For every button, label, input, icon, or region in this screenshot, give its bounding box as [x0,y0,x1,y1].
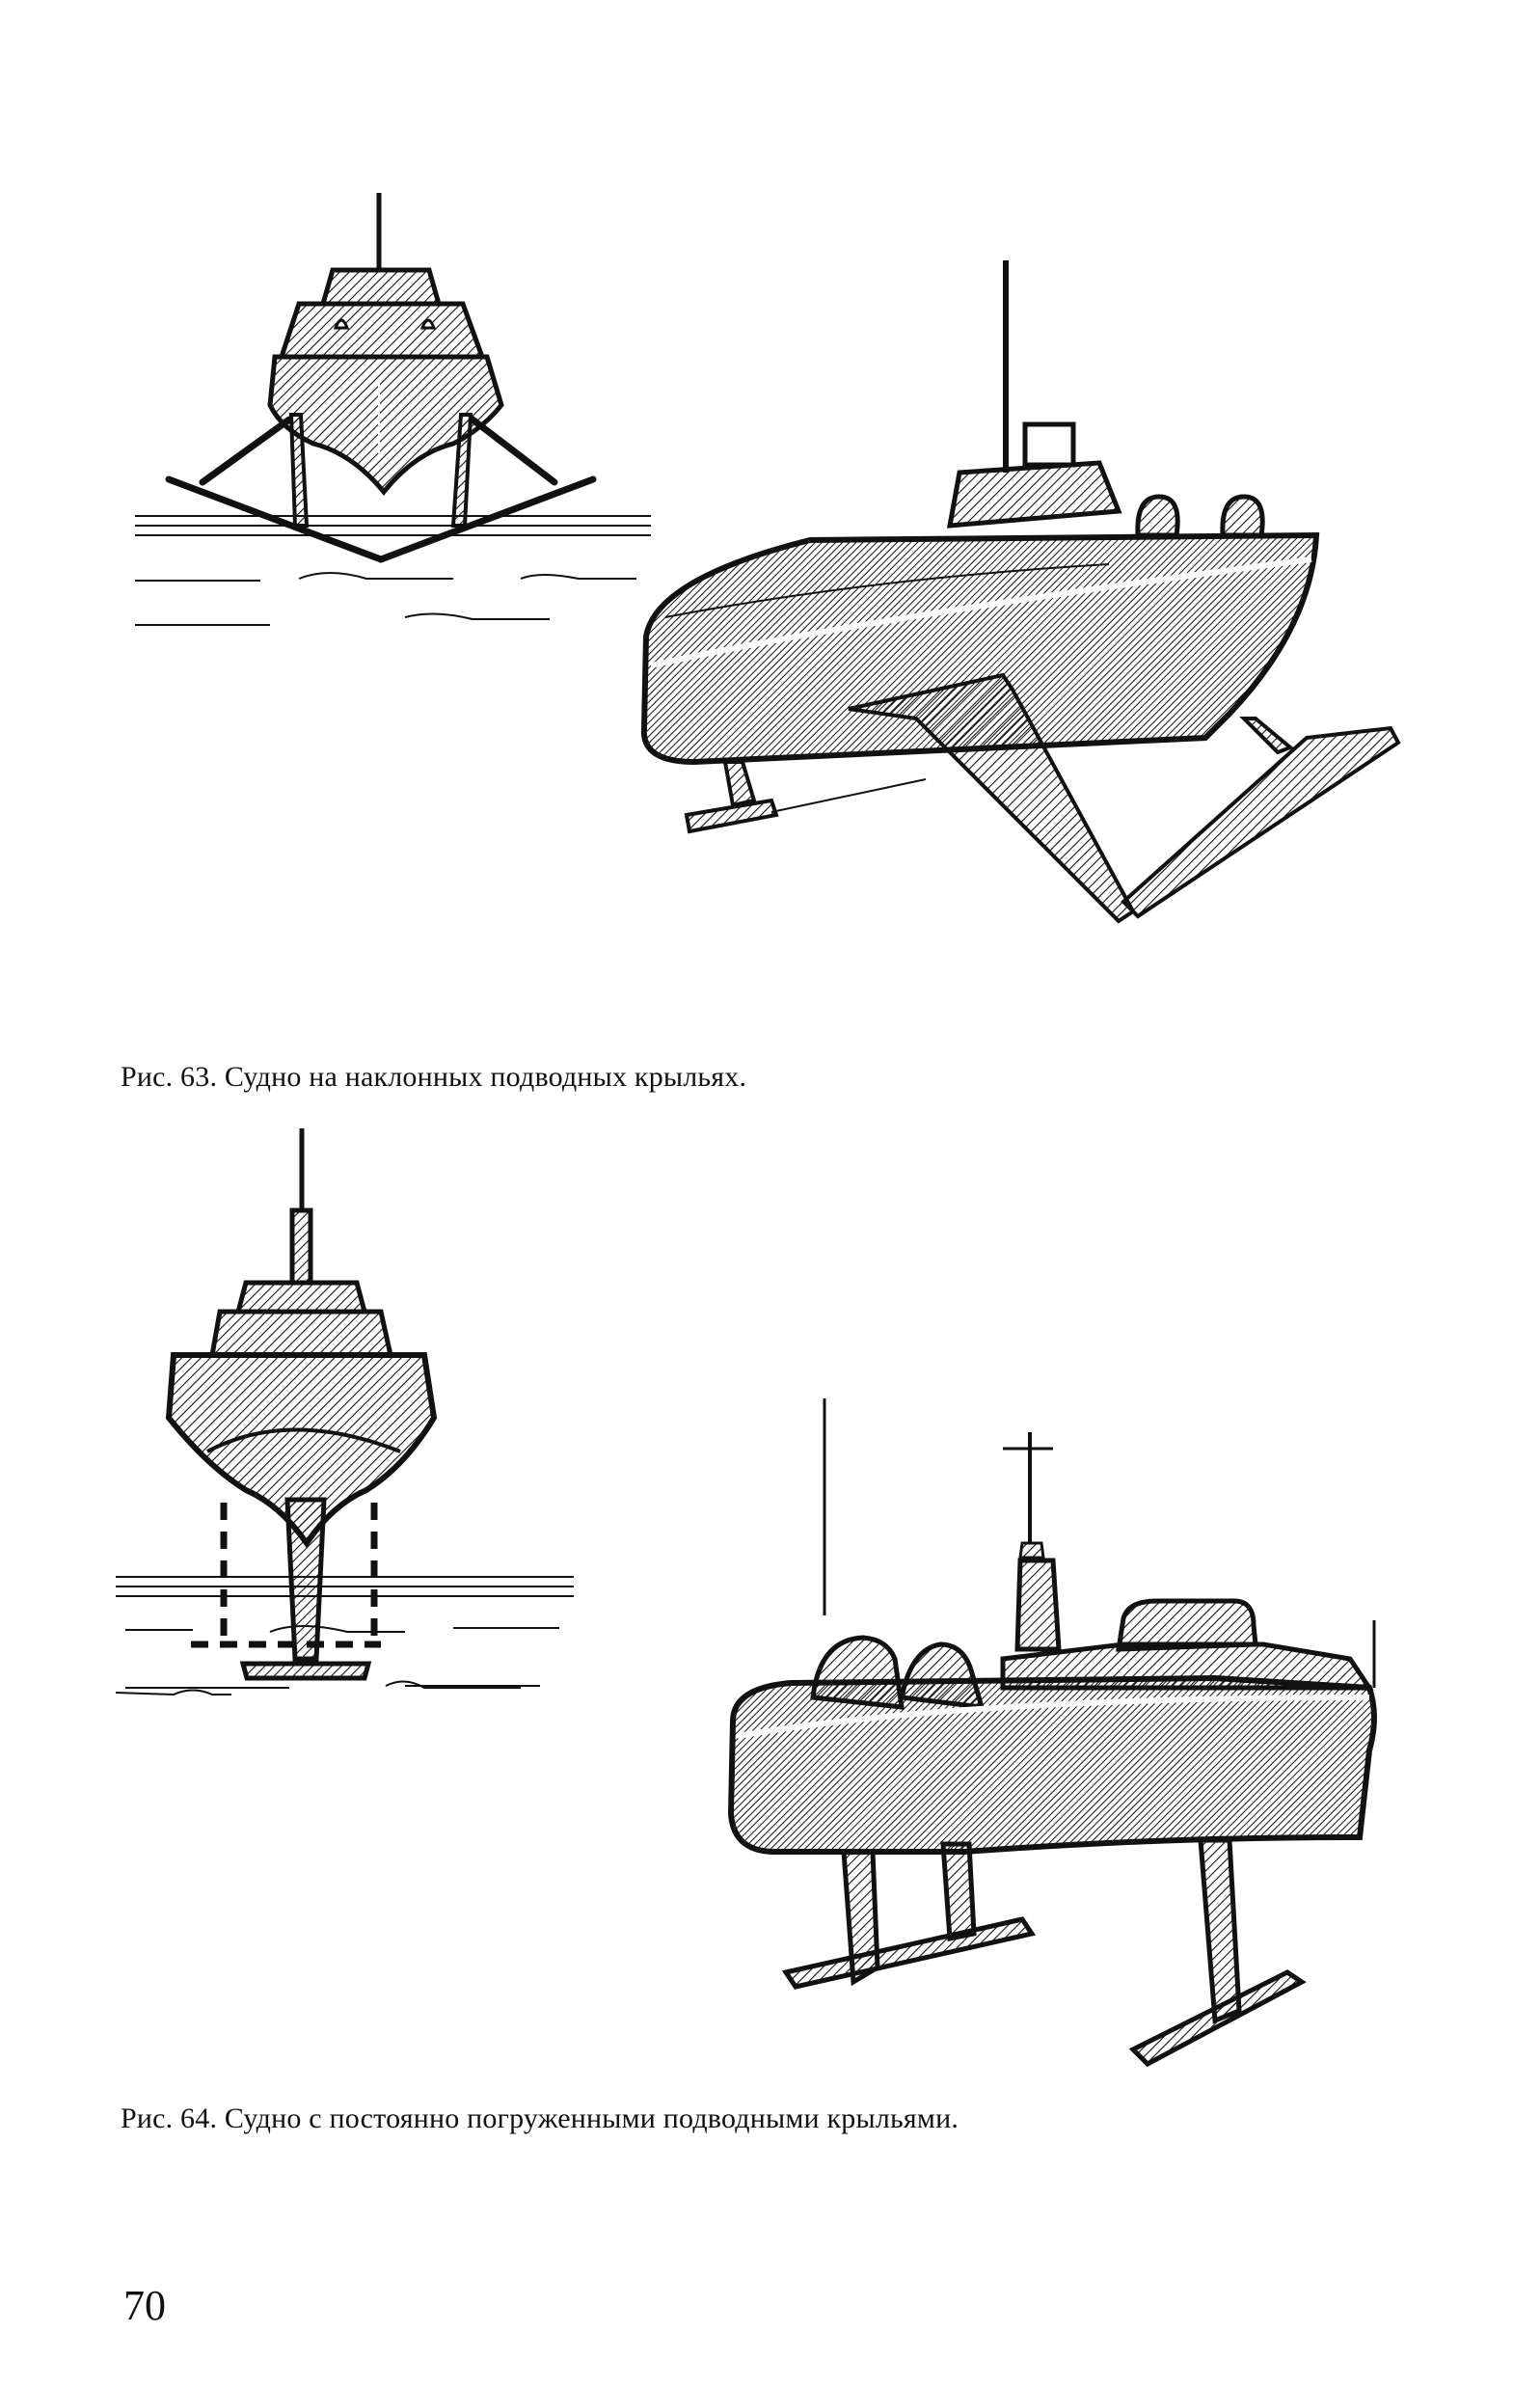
fig63-perspective-drawing [640,260,1401,924]
fig64-caption: Рис. 64. Судно с постоянно погруженными … [121,2102,959,2134]
page-number: 70 [123,2282,166,2329]
figure-63: Рис. 63. Судно на наклонных подводных кр… [0,0,1540,1093]
fig64-perspective-drawing [727,1398,1377,2068]
figure-64: Рис. 64. Судно с постоянно погруженными … [0,1119,1540,2276]
fig64-water-lines [115,1576,574,1696]
fig63-water-lines [135,515,651,626]
fig64-front-view-drawing [115,1128,574,1696]
fig63-hull-side [640,531,1320,766]
fig63-caption: Рис. 63. Судно на наклонных подводных кр… [121,1061,747,1093]
fig64-foil-dashed-outline [191,1503,381,1648]
fig63-front-view-drawing [135,193,651,626]
fig63-hull-front [267,354,504,496]
fig64-hull-front [165,1352,438,1549]
fig64-hull-side [727,1674,1377,1855]
fig63-inclined-foils [165,416,597,563]
